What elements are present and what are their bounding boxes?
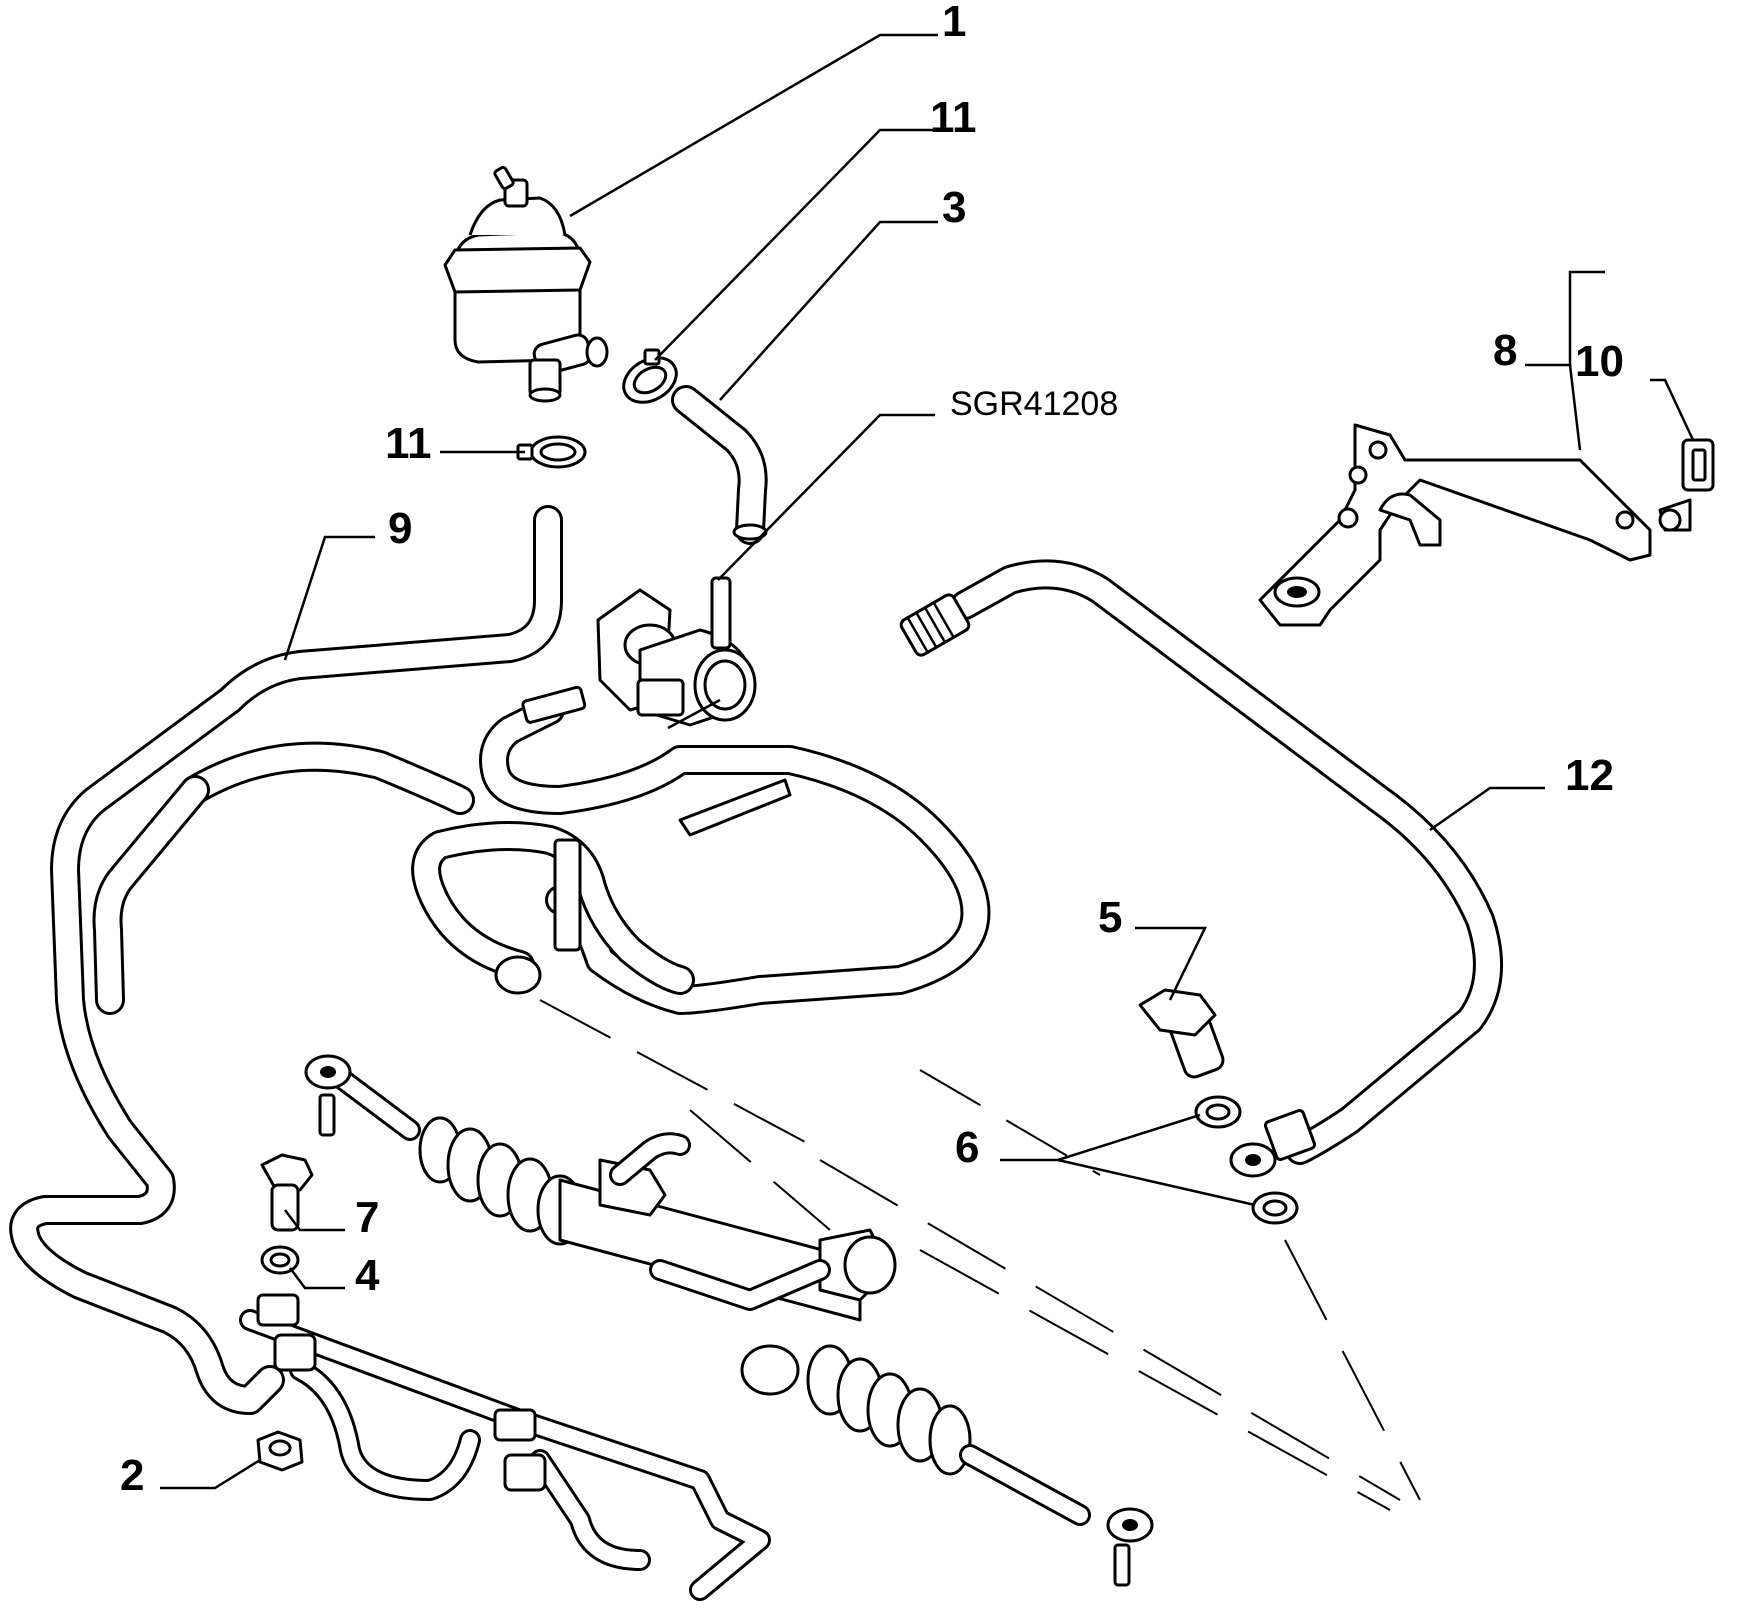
callout-11-upper: 11 <box>930 93 977 142</box>
callout-5: 5 <box>1098 893 1122 942</box>
feed-hose <box>92 695 991 1015</box>
bolt-7 <box>260 1153 314 1232</box>
pressure-hose-12 <box>899 559 1503 1178</box>
callout-11-lower: 11 <box>385 419 432 468</box>
callout-labels: 1 11 3 SGR41208 11 9 8 10 12 5 6 7 4 2 <box>120 0 1624 1500</box>
hose-clip-11-upper <box>622 348 678 404</box>
callout-1: 1 <box>942 0 966 46</box>
callout-2: 2 <box>120 1451 144 1500</box>
callout-12: 12 <box>1565 751 1614 800</box>
callout-10: 10 <box>1575 337 1624 386</box>
callout-7: 7 <box>355 1193 379 1242</box>
lower-cross-pipe <box>239 1293 771 1601</box>
return-hose-9 <box>9 505 563 1415</box>
hose-clip-11-lower <box>516 435 587 469</box>
hose-3 <box>671 385 768 545</box>
clip-10 <box>1658 438 1715 532</box>
bracket-8 <box>1258 423 1652 627</box>
callout-4: 4 <box>355 1251 380 1300</box>
callout-8: 8 <box>1493 326 1517 375</box>
leader-lines <box>160 33 1695 1490</box>
steering-pump <box>521 576 757 727</box>
steering-rack <box>304 1054 1154 1587</box>
washer-4 <box>260 1245 300 1275</box>
reservoir-1 <box>443 165 609 403</box>
alignment-lines <box>539 999 1421 1511</box>
callout-6: 6 <box>955 1123 979 1172</box>
bolt-5 <box>1138 988 1225 1079</box>
callout-9: 9 <box>388 504 412 553</box>
diagram-code: SGR41208 <box>950 385 1118 423</box>
washer-6-upper <box>1194 1095 1242 1129</box>
washer-6-lower <box>1251 1191 1299 1225</box>
nut-2 <box>256 1430 304 1472</box>
callout-3: 3 <box>942 183 966 232</box>
